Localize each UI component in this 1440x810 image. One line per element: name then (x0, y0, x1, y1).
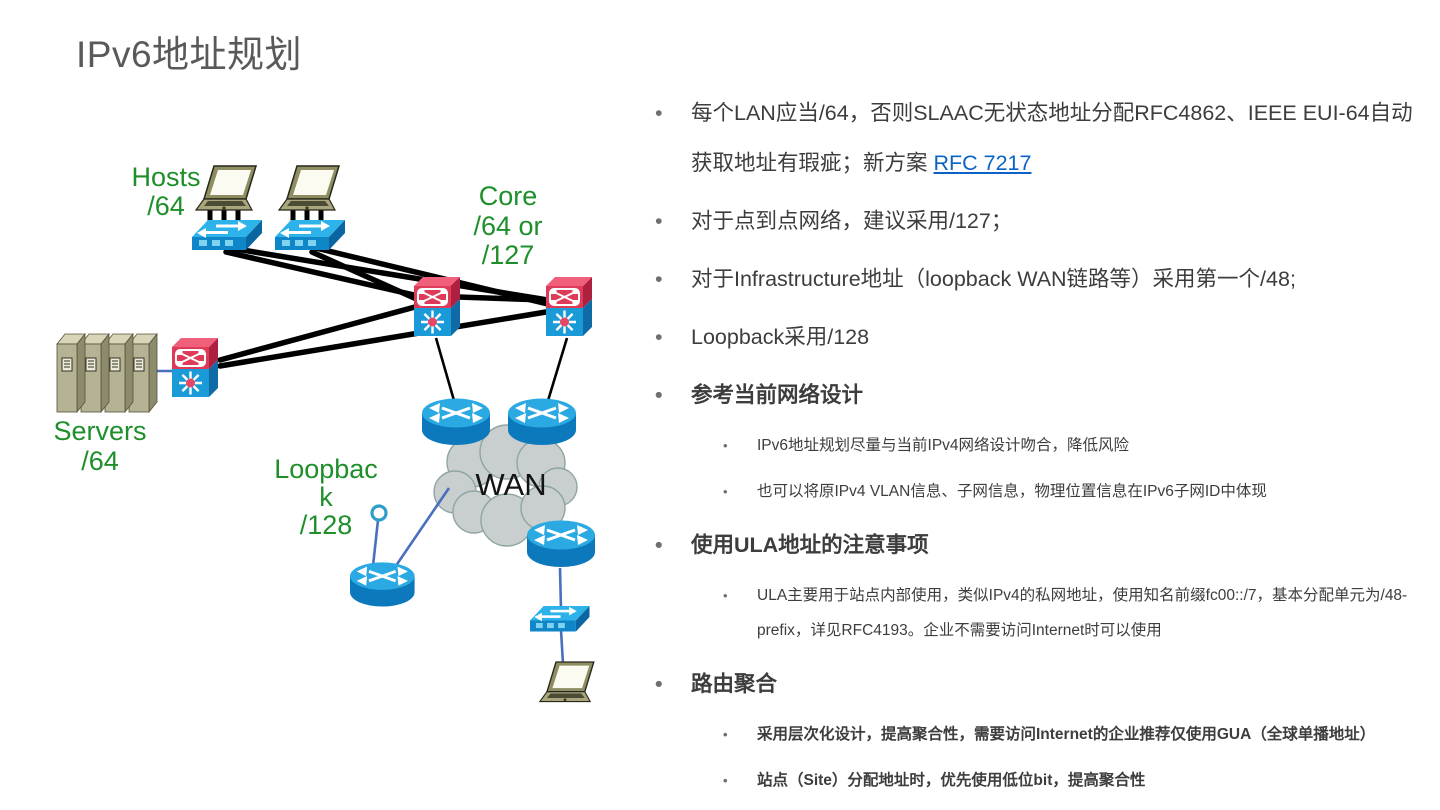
label-loopback-2: k (319, 482, 333, 512)
label-servers: Servers (53, 416, 146, 446)
loopback-lollipop (370, 504, 388, 567)
label-core-prefix-1: /64 or (473, 211, 542, 241)
label-loopback-prefix: /128 (300, 510, 353, 540)
label-wan: WAN (475, 467, 546, 502)
loopback-router (348, 560, 417, 608)
server-stack (56, 333, 158, 413)
server-switch (170, 336, 220, 399)
core-switch-2 (544, 275, 594, 338)
bullet-dot (723, 474, 728, 509)
sub-bullet-item: ULA主要用于站点内部使用，类似IPv4的私网地址，使用知名前缀fc00::/7… (645, 578, 1413, 648)
bullet-text: 站点（Site）分配地址时，优先使用低位bit，提高聚合性 (757, 772, 1146, 789)
bullet-item: 对于点到点网络，建议采用/127； (645, 196, 1413, 246)
bullet-dot (723, 763, 728, 798)
page-title: IPv6地址规划 (76, 34, 303, 75)
sub-bullet-item: 也可以将原IPv4 VLAN信息、子网信息，物理位置信息在IPv6子网ID中体现 (645, 474, 1413, 509)
label-loopback-1: Loopbac (274, 454, 378, 484)
bullet-text: 使用ULA地址的注意事项 (691, 533, 929, 557)
bullet-dot (655, 370, 663, 420)
bullet-text: IPv6地址规划尽量与当前IPv4网络设计吻合，降低风险 (757, 437, 1130, 454)
host-laptop-1 (195, 165, 257, 211)
bullet-item: 对于Infrastructure地址（loopback WAN链路等）采用第一个… (645, 254, 1413, 304)
label-servers-prefix: /64 (81, 446, 119, 476)
host-laptop-2 (278, 165, 340, 211)
bullet-item: Loopback采用/128 (645, 312, 1413, 362)
bullet-item: 每个LAN应当/64，否则SLAAC无状态地址分配RFC4862、IEEE EU… (645, 88, 1413, 188)
bullet-item: 路由聚合 (645, 659, 1413, 709)
bullet-text: 对于Infrastructure地址（loopback WAN链路等）采用第一个… (691, 267, 1296, 291)
bullet-text: 对于点到点网络，建议采用/127； (691, 209, 1013, 233)
bullet-dot (655, 659, 663, 709)
wan-router-2 (506, 397, 578, 447)
bullet-dot (655, 88, 663, 138)
bullet-dot (655, 520, 663, 570)
label-hosts: Hosts (131, 162, 200, 192)
bullet-text-run: 每个LAN应当/64，否则SLAAC无状态地址分配RFC4862、IEEE EU… (691, 101, 1413, 175)
bullet-text: ULA主要用于站点内部使用，类似IPv4的私网地址，使用知名前缀fc00::/7… (757, 587, 1408, 639)
label-hosts-prefix: /64 (147, 191, 185, 221)
bullet-text: 参考当前网络设计 (691, 383, 864, 407)
rfc-7217-link[interactable]: RFC 7217 (933, 151, 1032, 175)
sub-bullet-item: IPv6地址规划尽量与当前IPv4网络设计吻合，降低风险 (645, 428, 1413, 463)
bullet-dot (655, 312, 663, 362)
branch-router (525, 519, 597, 569)
bullet-dot (655, 254, 663, 304)
bullet-item: 使用ULA地址的注意事项 (645, 520, 1413, 570)
core-switch-1 (412, 275, 462, 338)
sub-bullet-item: 采用层次化设计，提高聚合性，需要访问Internet的企业推荐仅使用GUA（全球… (645, 717, 1413, 752)
bullet-text: 采用层次化设计，提高聚合性，需要访问Internet的企业推荐仅使用GUA（全球… (757, 726, 1376, 743)
bullet-list: 每个LAN应当/64，否则SLAAC无状态地址分配RFC4862、IEEE EU… (645, 88, 1413, 809)
access-switch-1 (192, 220, 262, 250)
bullet-text: Loopback采用/128 (691, 325, 870, 349)
bullet-text: 也可以将原IPv4 VLAN信息、子网信息，物理位置信息在IPv6子网ID中体现 (757, 483, 1267, 500)
branch-switch (530, 606, 590, 632)
bullet-dot (655, 196, 663, 246)
bullet-dot (723, 578, 728, 613)
label-core-prefix-2: /127 (482, 240, 535, 270)
bullet-text: 路由聚合 (691, 672, 778, 696)
bullet-text: 每个LAN应当/64，否则SLAAC无状态地址分配RFC4862、IEEE EU… (691, 101, 1413, 175)
bullet-dot (723, 717, 728, 752)
sub-bullet-item: 站点（Site）分配地址时，优先使用低位bit，提高聚合性 (645, 763, 1413, 798)
label-core: Core (479, 181, 538, 211)
wan-router-1 (420, 397, 492, 447)
network-diagram: Hosts /64 Core /64 or /127 Servers /64 L… (53, 162, 597, 703)
bullet-item: 参考当前网络设计 (645, 370, 1413, 420)
wan-cloud (433, 424, 578, 547)
access-switch-2 (275, 220, 345, 250)
bullet-dot (723, 428, 728, 463)
core-router-links (434, 337, 569, 405)
branch-laptop (539, 661, 595, 703)
